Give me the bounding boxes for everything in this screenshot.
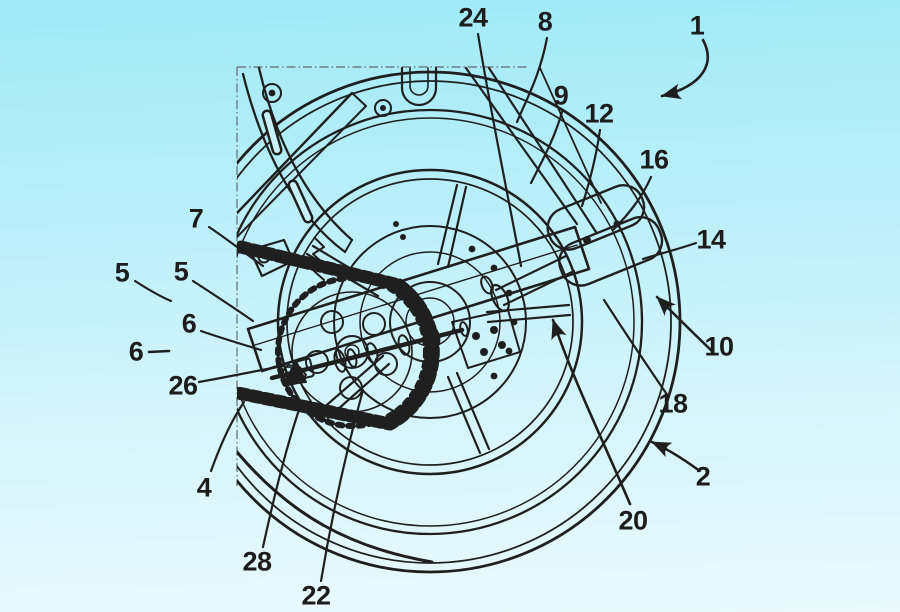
frame-tubes — [237, 66, 602, 240]
drive-chain — [237, 240, 440, 431]
figure-boundary — [236, 66, 528, 486]
lower-arc — [237, 450, 434, 564]
axle-tube — [490, 254, 576, 313]
tire — [237, 70, 682, 574]
arrow-leaders — [551, 38, 715, 506]
chain-guard — [241, 66, 392, 254]
leader-lines — [133, 32, 698, 583]
brake-caliper — [451, 309, 521, 369]
axle-adjuster-block — [546, 184, 664, 287]
hanger-bracket — [400, 66, 438, 107]
